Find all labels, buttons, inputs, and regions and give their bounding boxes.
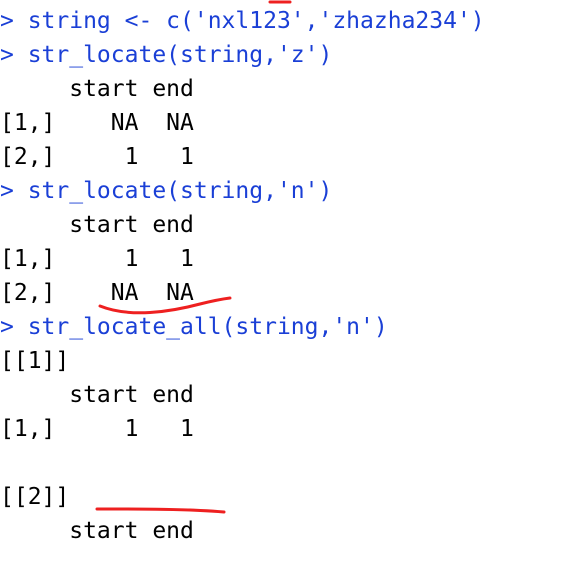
- console-line-output: [[2]]: [0, 484, 70, 510]
- console-line-command: > str_locate_all(string,'n'): [0, 314, 388, 340]
- console-line-command: > str_locate(string,'z'): [0, 42, 333, 68]
- console-line-output: start end: [0, 382, 194, 408]
- console-line-command: > str_locate(string,'n'): [0, 178, 333, 204]
- console-line-output: [2,] 1 1: [0, 144, 194, 170]
- console-line-output: start end: [0, 212, 194, 238]
- console-line-output: [1,] NA NA: [0, 110, 194, 136]
- console-line-output: [[1]]: [0, 348, 70, 374]
- console-line-output: [1,] 1 1: [0, 416, 194, 442]
- console-line-output: start end: [0, 76, 194, 102]
- console-line-command: > string <- c('nxl123','zhazha234'): [0, 8, 485, 34]
- console-line-output: start end: [0, 518, 194, 544]
- console-line-output: [1,] 1 1: [0, 246, 194, 272]
- console-line-output: [2,] NA NA: [0, 280, 194, 306]
